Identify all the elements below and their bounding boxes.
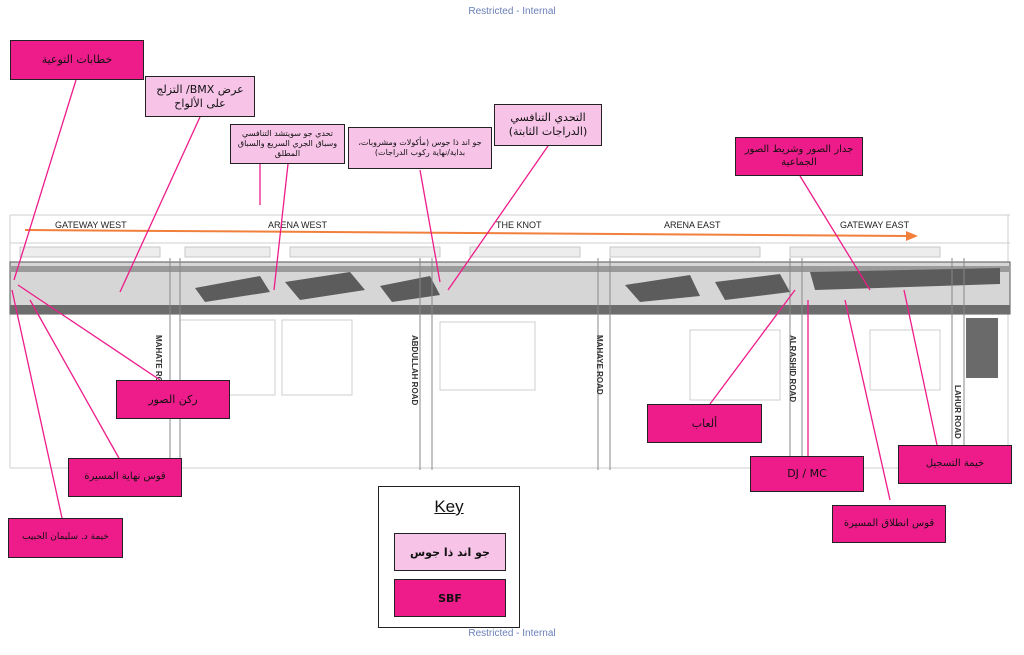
- callout-finish-arch: قوس نهاية المسيرة: [68, 458, 182, 497]
- road-label-4: ALRASHID ROAD: [788, 335, 797, 402]
- promenade-edge-top: [10, 266, 1010, 272]
- top-blocks: [19, 246, 941, 258]
- road-label-2: ABDULLAH ROAD: [410, 335, 419, 405]
- callout-dj-mc: DJ / MC: [750, 456, 864, 492]
- classification-footer: Restricted - Internal: [468, 628, 556, 639]
- road-label-5: LAHUR ROAD: [953, 385, 962, 439]
- callout-start-arch: قوس انطلاق المسيرة: [832, 505, 946, 543]
- legend-key: Key جو اند ذا جوس SBF: [378, 486, 520, 628]
- callout-dr-tent: خيمة د. سليمان الحبيب: [8, 518, 123, 558]
- legend-item-sbf: SBF: [394, 579, 506, 617]
- legend-item-go-and-the-goose: جو اند ذا جوس: [394, 533, 506, 571]
- direction-arrow-line: [24, 229, 911, 237]
- classification-header: Restricted - Internal: [468, 6, 556, 17]
- callout-photo-wall: جدار الصور وشريط الصور الجماعية: [735, 137, 863, 176]
- road-label-3: MAHAYE ROAD: [595, 335, 604, 395]
- callout-challenge: تحدي جو سويتشد التنافسي وسباق الجري السر…: [230, 124, 345, 164]
- callout-registration-tent: خيمة التسجيل: [898, 445, 1012, 484]
- zone-arena-west: ARENA WEST: [268, 220, 328, 230]
- callout-go-and-the-goose: جو اند ذا جوس (مأكولات ومشروبات، بداية/ن…: [348, 127, 492, 169]
- callout-games: ألعاب: [647, 404, 762, 443]
- parking-block: [966, 318, 998, 378]
- callout-bmx-show: عرض BMX/ التزلج على الألواح: [145, 76, 255, 117]
- callout-photo-corner: ركن الصور: [116, 380, 230, 419]
- callout-awareness-speeches: خطابات التوعية: [10, 40, 144, 80]
- road-crossings: [169, 258, 965, 470]
- legend-title: Key: [434, 497, 464, 516]
- callout-leader-lines: [11, 79, 938, 519]
- zone-the-knot: THE KNOT: [496, 220, 542, 230]
- zone-gateway-east: GATEWAY EAST: [840, 220, 910, 230]
- callout-competitive-challenge: التحدي التنافسي (الدراجات الثابتة): [494, 104, 602, 146]
- zone-gateway-west: GATEWAY WEST: [55, 220, 127, 230]
- zone-arena-east: ARENA EAST: [664, 220, 721, 230]
- road-label-1: MAHATE ROAD: [154, 335, 163, 395]
- direction-arrow-head: [906, 231, 918, 241]
- promenade-edge-bottom: [10, 305, 1010, 314]
